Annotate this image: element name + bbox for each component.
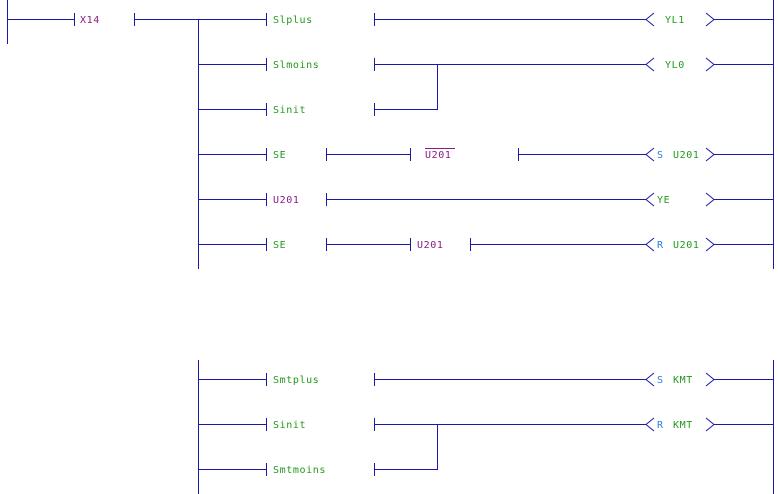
coil-label: KMT xyxy=(673,420,693,431)
coil-label: YL1 xyxy=(665,15,685,26)
coil-right-bracket xyxy=(705,147,715,162)
branch-se-reset: SE U201 R U201 xyxy=(198,237,774,252)
contact-smtplus[interactable]: Smtplus xyxy=(266,373,375,386)
coil-label: YE xyxy=(657,195,670,206)
contact-u201-2[interactable]: U201 xyxy=(410,238,471,251)
coil-reset-kmt[interactable]: R KMT xyxy=(645,417,715,432)
branch-smtplus: Smtplus S KMT xyxy=(198,372,774,387)
coil-right-bracket xyxy=(705,12,715,27)
branch-slplus: Slplus YL1 xyxy=(198,12,774,27)
branch-sinit: Sinit xyxy=(198,64,438,116)
branch-slmoins: Slmoins YL0 xyxy=(198,57,774,72)
coil-left-bracket xyxy=(645,12,655,27)
coil-label: KMT xyxy=(673,375,693,386)
coil-right-bracket xyxy=(705,417,715,432)
contact-label: U201 xyxy=(273,195,299,206)
contact-se[interactable]: SE xyxy=(266,148,327,161)
contact-label: Smtmoins xyxy=(273,465,326,476)
contact-label: Slplus xyxy=(273,15,313,26)
contact-u201-negated[interactable]: U201 xyxy=(410,148,519,161)
coil-label: YL0 xyxy=(665,60,685,71)
coil-left-bracket xyxy=(645,147,655,162)
contact-label: Sinit xyxy=(273,420,306,431)
coil-set-kmt[interactable]: S KMT xyxy=(645,372,715,387)
contact-se-2[interactable]: SE xyxy=(266,238,327,251)
step-contact-x14[interactable]: X14 xyxy=(74,13,135,26)
contact-slmoins[interactable]: Slmoins xyxy=(266,58,375,71)
coil-modifier: S xyxy=(657,375,664,386)
coil-reset-u201[interactable]: R U201 xyxy=(645,237,715,252)
contact-sinit-2[interactable]: Sinit xyxy=(266,418,375,431)
coil-right-bracket xyxy=(705,192,715,207)
coil-label: U201 xyxy=(673,150,699,161)
coil-modifier: R xyxy=(657,240,664,251)
coil-left-bracket xyxy=(645,57,655,72)
coil-set-u201[interactable]: S U201 xyxy=(645,147,715,162)
contact-label: U201 xyxy=(417,240,443,251)
coil-right-bracket xyxy=(705,372,715,387)
coil-modifier: S xyxy=(657,150,664,161)
coil-right-bracket xyxy=(705,237,715,252)
contact-label: Sinit xyxy=(273,105,306,116)
coil-label: U201 xyxy=(673,240,699,251)
rung-1: X14 Slplus YL1 xyxy=(7,12,774,269)
contact-slplus[interactable]: Slplus xyxy=(266,13,375,26)
coil-right-bracket xyxy=(705,57,715,72)
coil-left-bracket xyxy=(645,417,655,432)
coil-yl0[interactable]: YL0 xyxy=(645,57,715,72)
branch-sinit-2: Sinit R KMT xyxy=(198,417,774,432)
coil-yl1[interactable]: YL1 xyxy=(645,12,715,27)
contact-label: Slmoins xyxy=(273,60,319,71)
branch-smtmoins: Smtmoins xyxy=(198,424,438,476)
contact-smtmoins[interactable]: Smtmoins xyxy=(266,463,375,476)
contact-label: SE xyxy=(273,240,286,251)
contact-label: SE xyxy=(273,150,286,161)
contact-label: Smtplus xyxy=(273,375,319,386)
rung-2: Smtplus S KMT Sinit xyxy=(198,360,774,494)
coil-ye[interactable]: YE xyxy=(645,192,715,207)
coil-left-bracket xyxy=(645,372,655,387)
coil-left-bracket xyxy=(645,192,655,207)
contact-label: U201 xyxy=(425,150,451,161)
coil-left-bracket xyxy=(645,237,655,252)
branch-se-set: SE U201 S U201 xyxy=(198,147,774,162)
step-contact-label: X14 xyxy=(80,15,100,26)
contact-sinit[interactable]: Sinit xyxy=(266,103,375,116)
coil-modifier: R xyxy=(657,420,664,431)
contact-u201[interactable]: U201 xyxy=(266,193,327,206)
branch-u201-ye: U201 YE xyxy=(198,192,774,207)
